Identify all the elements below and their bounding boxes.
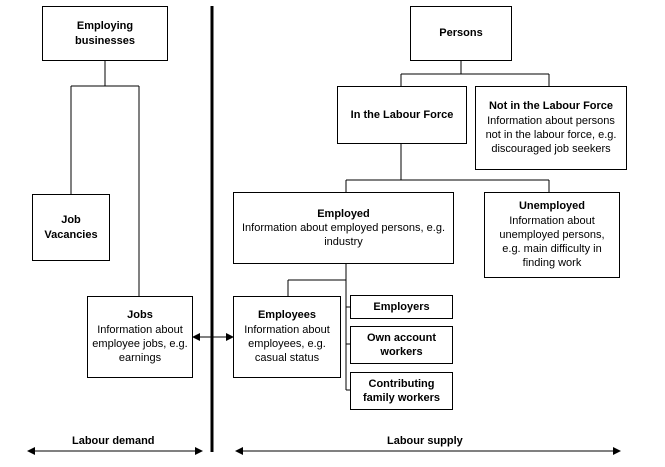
employees-title: Employees (257, 309, 317, 322)
jobs-description: Information about employee jobs, e.g. ea… (92, 323, 188, 365)
jobs-box: Jobs Information about employee jobs, e.… (87, 296, 193, 378)
own-account-workers-box: Own account workers (350, 326, 453, 364)
not-in-labour-force-description: Information about persons not in the lab… (485, 114, 617, 156)
employing-businesses-title: Employing businesses (75, 20, 135, 47)
persons-box: Persons (410, 6, 512, 61)
not-in-labour-force-box: Not in the Labour Force Information abou… (475, 86, 627, 170)
jobs-title: Jobs (127, 309, 153, 322)
contributing-family-workers-box: Contributing family workers (350, 372, 453, 410)
employers-title: Employers (373, 300, 430, 313)
unemployed-box: Unemployed Information about unemployed … (484, 192, 620, 278)
contributing-family-workers-title: Contributing family workers (362, 377, 441, 404)
unemployed-description: Information about unemployed persons, e.… (499, 214, 605, 270)
employers-box: Employers (350, 295, 453, 319)
persons-title: Persons (439, 27, 483, 40)
own-account-workers-title: Own account workers (366, 331, 437, 358)
in-labour-force-box: In the Labour Force (337, 86, 467, 144)
employed-title: Employed (317, 207, 370, 220)
not-in-labour-force-title: Not in the Labour Force (488, 100, 614, 113)
employees-description: Information about employees, e.g. casual… (244, 323, 330, 365)
job-vacancies-title: Job Vacancies (44, 214, 98, 241)
labour-demand-label: Labour demand (68, 434, 159, 448)
employed-description: Information about employed persons, e.g.… (241, 221, 445, 249)
employees-box: Employees Information about employees, e… (233, 296, 341, 378)
labour-supply-label: Labour supply (383, 434, 467, 448)
job-vacancies-box: Job Vacancies (32, 194, 110, 261)
unemployed-title: Unemployed (518, 200, 585, 213)
employing-businesses-box: Employing businesses (42, 6, 168, 61)
employed-box: Employed Information about employed pers… (233, 192, 454, 264)
in-labour-force-title: In the Labour Force (350, 108, 454, 121)
